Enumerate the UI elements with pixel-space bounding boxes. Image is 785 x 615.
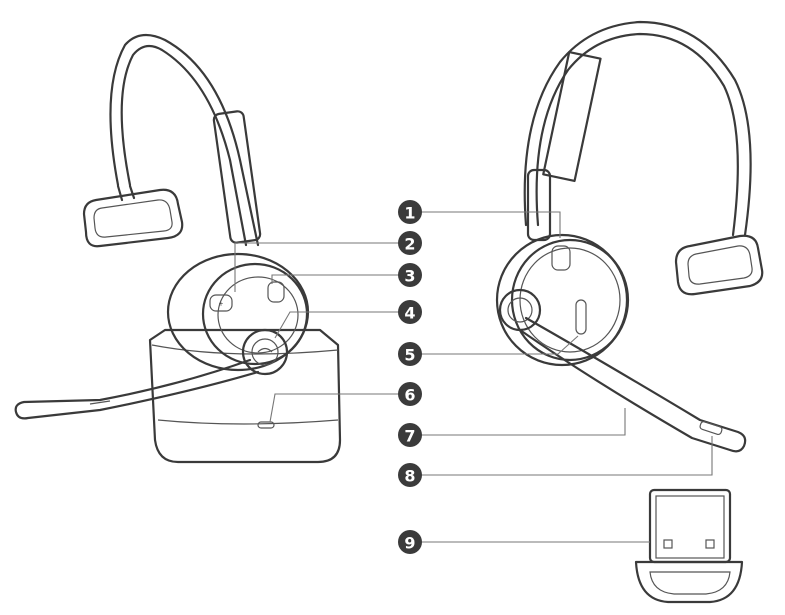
callout-6: 6 [398, 382, 422, 406]
svg-text:+: + [218, 301, 223, 308]
usb-dongle [634, 488, 744, 604]
charging-base [148, 328, 342, 464]
headband [82, 33, 262, 248]
callout-badges: 1 2 3 4 5 6 7 8 [398, 200, 422, 554]
volume-button-right [551, 245, 571, 271]
svg-text:3: 3 [404, 267, 415, 286]
callout-5: 5 [398, 342, 422, 366]
call-button [241, 328, 289, 376]
mute-button [267, 281, 285, 303]
callout-3: 3 [398, 263, 422, 287]
callout-1: 1 [398, 200, 422, 224]
volume-button [209, 294, 233, 312]
svg-text:8: 8 [404, 467, 415, 486]
right-headset-illustration [495, 20, 764, 453]
headband-right [523, 20, 764, 296]
svg-text:2: 2 [404, 235, 415, 254]
ear-cup-right [495, 233, 630, 367]
svg-text:4: 4 [404, 304, 415, 323]
callout-2: 2 [398, 231, 422, 255]
left-headset-illustration: + [14, 33, 342, 464]
svg-text:9: 9 [404, 534, 415, 553]
callout-9: 9 [398, 530, 422, 554]
led-indicator [575, 299, 587, 335]
callout-4: 4 [398, 300, 422, 324]
svg-text:6: 6 [404, 386, 415, 405]
boom-microphone [14, 358, 260, 420]
usb-port [257, 421, 275, 429]
callout-lines [234, 211, 713, 543]
boom-microphone-right [518, 316, 747, 453]
svg-text:1: 1 [404, 204, 415, 223]
svg-text:5: 5 [404, 346, 415, 365]
callout-7: 7 [398, 423, 422, 447]
ear-cup: + [166, 252, 310, 376]
svg-text:7: 7 [404, 427, 415, 446]
callout-8: 8 [398, 463, 422, 487]
